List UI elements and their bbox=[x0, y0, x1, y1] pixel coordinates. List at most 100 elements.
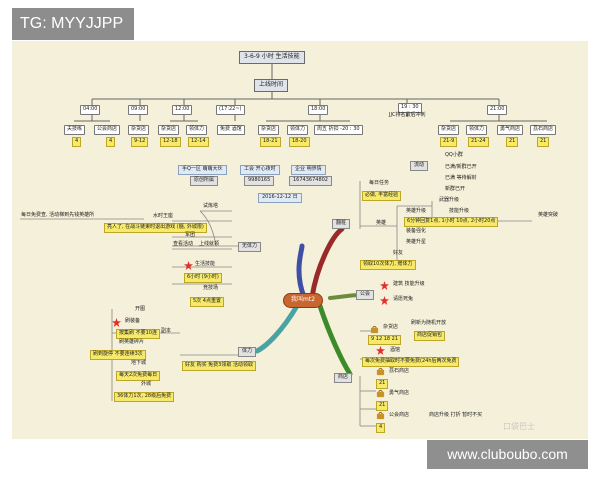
schedule-time: 12-14 bbox=[188, 137, 209, 147]
shop-item: 刷新为随机开放 bbox=[411, 320, 447, 326]
schedule-item: 杂货店 bbox=[128, 125, 150, 135]
lower-item-detail: 刷到旋停 不要连续3次 bbox=[90, 350, 146, 360]
branch-stamina: 体力 bbox=[238, 347, 257, 357]
qq-flow-node: 流动 bbox=[410, 161, 429, 171]
left-item-detail: 5次 4点重置 bbox=[190, 297, 224, 307]
hero-item: 英雄升级 bbox=[406, 208, 427, 214]
schedule-time: 21 bbox=[506, 137, 519, 147]
bag-icon bbox=[376, 389, 385, 398]
right-item-detail: 领取10次体力, 赠体力 bbox=[360, 260, 416, 270]
lower-item-detail: 36体力1次, 28级后免费 bbox=[114, 392, 175, 402]
shop-detail: 21 bbox=[376, 379, 389, 389]
left-item: 生活技能 bbox=[195, 261, 216, 267]
hero-side: 英雄突破 bbox=[538, 212, 559, 218]
shop-detail: 21 bbox=[376, 401, 389, 411]
left-item: 查看活动 bbox=[173, 241, 194, 247]
right-item: 好友 bbox=[393, 250, 404, 256]
lower-item-detail: 按集刷 不要10连 bbox=[116, 329, 160, 339]
star-icon bbox=[380, 281, 389, 290]
bag-icon bbox=[376, 367, 385, 376]
bag-icon bbox=[370, 325, 379, 334]
guild-item: 建筑 技能升级 bbox=[393, 281, 425, 287]
schedule-root: 上线时间 bbox=[254, 79, 289, 92]
contact-value: 9980165 bbox=[244, 176, 275, 186]
schedule-time: 12-18 bbox=[160, 137, 181, 147]
schedule-time: 18-20 bbox=[289, 137, 310, 147]
left-item: 试炼塔 bbox=[203, 203, 219, 209]
right-item: 英雄 bbox=[376, 220, 387, 226]
shop-detail: 商店促销包 bbox=[414, 331, 446, 341]
hero-item: 技能升级 bbox=[449, 208, 470, 214]
branch-guild: 公会 bbox=[356, 290, 375, 300]
schedule-item: 领体力 bbox=[466, 125, 488, 135]
watermark-tag: TG: MYYJJPP bbox=[12, 8, 134, 40]
lower-item: 地下城 bbox=[131, 360, 147, 366]
schedule-time: 21-24 bbox=[468, 137, 489, 147]
schedule-item: 公会商店 bbox=[94, 125, 121, 135]
date-label: 2016-12-12 日 bbox=[258, 193, 302, 203]
lower-sub: 副本 bbox=[161, 328, 172, 334]
shop-detail: 9 12 18 21 bbox=[368, 335, 402, 345]
schedule-time: 9-12 bbox=[131, 137, 149, 147]
time-node: 18:00 bbox=[308, 105, 329, 115]
star-icon bbox=[112, 318, 121, 327]
connector-lines bbox=[20, 64, 547, 427]
star-icon bbox=[380, 296, 389, 305]
time-node: 19 : 30 bbox=[398, 103, 422, 113]
hero-item: 英雄升星 bbox=[406, 239, 427, 245]
corner-logo: 口袋巴士 bbox=[503, 422, 535, 431]
left-item: 上线就领 bbox=[199, 241, 220, 247]
schedule-item: 领体力 bbox=[287, 125, 309, 135]
time-node: (17:22~) bbox=[216, 105, 245, 115]
star-icon bbox=[184, 261, 193, 270]
lower-item-detail: 每天2次免费每日 bbox=[116, 371, 161, 381]
lower-item: 外城 bbox=[141, 381, 152, 387]
schedule-item: 夫技练 bbox=[64, 125, 86, 135]
shop-item: 公会商店 bbox=[389, 412, 410, 418]
shop-detail: 4 bbox=[376, 423, 386, 433]
hero-item: 武器升级 bbox=[439, 197, 460, 203]
schedule-item: 免费 酒馆 bbox=[217, 125, 245, 135]
qq-item: QQ小群 bbox=[445, 152, 463, 158]
shop-detail: 每次免费抽取时不要免费(24h后两次免费 bbox=[362, 357, 460, 367]
branch-shop: 商店 bbox=[334, 373, 353, 383]
hero-item: 装备强化 bbox=[406, 228, 427, 234]
schedule-item: 杂货店 bbox=[258, 125, 280, 135]
left-item: 军团 bbox=[185, 232, 196, 238]
schedule-item: 周五 折扣 -20 : 30 bbox=[314, 125, 363, 135]
schedule-time: 18-21 bbox=[260, 137, 281, 147]
schedule-item: 杂货店 bbox=[438, 125, 460, 135]
schedule-time: 21 bbox=[537, 137, 550, 147]
shop-item: 勇气商店 bbox=[389, 390, 410, 396]
shop-item: 酒馆 bbox=[390, 347, 401, 353]
shop-item: 荔石商店 bbox=[389, 368, 410, 374]
guild-item: 请愿死兔 bbox=[393, 296, 414, 302]
contact-label: 企业 明界情 bbox=[291, 165, 326, 175]
map-title: 3-6-9 小时 生活技能 bbox=[239, 51, 305, 64]
mindmap-canvas: 3-6-9 小时 生活技能 上线时间 04:00 09:00 12:00 (17… bbox=[12, 41, 588, 439]
schedule-item: 领体力 bbox=[186, 125, 208, 135]
contact-value: 16743674802 bbox=[289, 176, 332, 186]
schedule-item: 勇气商店 bbox=[497, 125, 524, 135]
left-item-detail: 6小时 (9小时) bbox=[184, 273, 222, 283]
schedule-time: 4 bbox=[72, 137, 82, 147]
lower-item: 刷英雄碎片 bbox=[119, 339, 145, 345]
footer-url: www.cluboubo.com bbox=[427, 440, 588, 469]
bag-icon bbox=[376, 411, 385, 420]
time-node: 09:00 bbox=[128, 105, 149, 115]
left-item-detail: 亮人了, 在战斗链束时退出游戏 (髓, 外城限) bbox=[104, 223, 207, 233]
lower-item: 刷装备 bbox=[125, 318, 141, 324]
center-node: 我叫mt2 bbox=[283, 293, 324, 308]
time-node: 12:00 bbox=[172, 105, 193, 115]
hero-item-detail: 6分钟回复1点, 1小时 10点, 2小时20点 bbox=[404, 217, 499, 227]
branch-no-stamina: 无体力 bbox=[238, 242, 262, 252]
star-icon bbox=[376, 346, 385, 355]
shop-item: 杂货店 bbox=[383, 324, 399, 330]
contact-label: 手Q一区 萌萌大伙 bbox=[178, 165, 227, 175]
right-item: 每日任务 bbox=[369, 180, 390, 186]
right-item-detail: 必做, 丰富经验 bbox=[362, 191, 402, 201]
branch-fanzhuang: 翻桩 bbox=[332, 219, 351, 229]
schedule-time: 4 bbox=[106, 137, 116, 147]
schedule-item: 杂货店 bbox=[158, 125, 180, 135]
qq-item: 新群已开 bbox=[445, 186, 466, 192]
